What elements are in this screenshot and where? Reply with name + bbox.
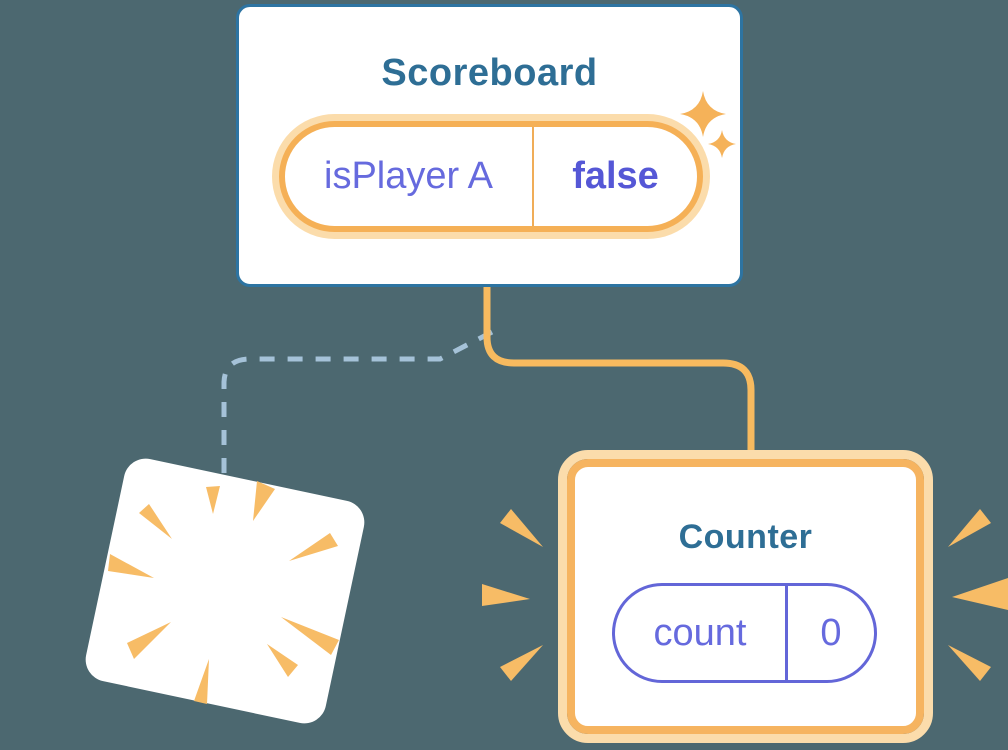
counter-state-pill: count 0 — [612, 583, 877, 683]
counter-emphasis-icon — [482, 509, 1008, 681]
destroyed-card-body — [85, 458, 365, 724]
pill-divider — [532, 127, 534, 226]
destroyed-component-card — [85, 458, 365, 724]
state-label: isPlayer A — [324, 155, 493, 197]
active-edge-line — [483, 283, 755, 456]
state-label: count — [653, 611, 747, 654]
counter-card: Counter count 0 — [558, 450, 933, 743]
counter-title: Counter — [678, 518, 813, 556]
counter-card-inner: Counter count 0 — [567, 459, 924, 734]
scoreboard-state-pill: isPlayer A false — [272, 114, 710, 239]
scoreboard-title: Scoreboard — [381, 52, 598, 94]
state-value: 0 — [820, 611, 842, 654]
pill-divider — [785, 586, 788, 680]
removed-edge-dashed-line — [221, 329, 494, 476]
state-value: false — [572, 155, 659, 197]
scoreboard-card: Scoreboard isPlayer A false — [236, 4, 743, 287]
burst-icon — [108, 481, 339, 704]
scoreboard-state-pill-inner: isPlayer A false — [279, 121, 703, 232]
